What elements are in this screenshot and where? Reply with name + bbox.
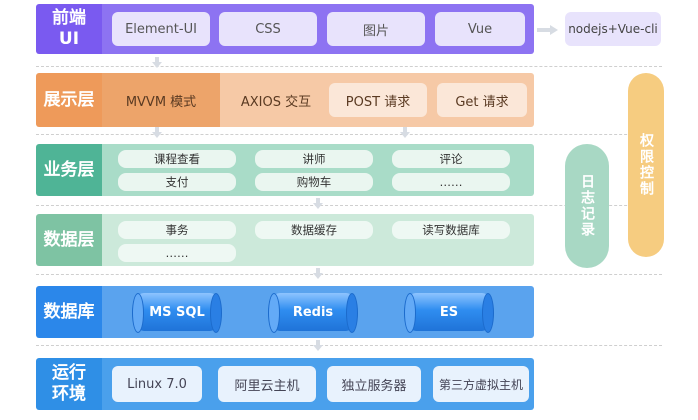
runtime-item-dedicated-server[interactable]: 独立服务器 (327, 366, 421, 402)
arrow-down-icon (313, 198, 323, 209)
business-item-lecturer[interactable]: 讲师 (255, 150, 373, 168)
business-item-comments[interactable]: 评论 (392, 150, 510, 168)
nodejs-vue-cli-box[interactable]: nodejs+Vue-cli (565, 12, 661, 46)
database-redis-label: Redis (292, 304, 334, 320)
layer-label-business: 业务层 (36, 144, 102, 196)
permission-panel-label: 权限控制 (638, 133, 654, 197)
layer-label-business-text: 业务层 (43, 159, 95, 180)
frontend-item-element-ui[interactable]: Element-UI (112, 12, 210, 46)
database-redis[interactable]: Redis (268, 293, 358, 333)
log-panel-label: 日志记录 (579, 174, 595, 238)
data-item-more[interactable]: …… (118, 244, 236, 262)
permission-panel[interactable]: 权限控制 (628, 73, 664, 257)
runtime-item-third-party-vm[interactable]: 第三方虚拟主机 (433, 366, 529, 402)
business-item-payment[interactable]: 支付 (118, 173, 236, 191)
layer-label-database-text: 数据库 (43, 301, 95, 322)
business-item-more[interactable]: …… (392, 173, 510, 191)
arrow-right-icon (537, 25, 559, 35)
frontend-item-vue[interactable]: Vue (435, 12, 525, 46)
post-request-box[interactable]: POST 请求 (329, 83, 427, 117)
layer-label-runtime-text: 运行环境 (52, 363, 86, 404)
axios-label: AXIOS 交互 (240, 94, 312, 110)
frontend-item-images[interactable]: 图片 (327, 12, 425, 46)
arrow-down-icon (152, 127, 162, 138)
runtime-item-linux[interactable]: Linux 7.0 (112, 366, 202, 402)
get-request-box[interactable]: Get 请求 (437, 83, 527, 117)
layer-label-database: 数据库 (36, 286, 102, 338)
database-es[interactable]: ES (404, 293, 494, 333)
arrow-down-icon (313, 268, 323, 279)
database-es-label: ES (439, 304, 459, 320)
runtime-item-aliyun[interactable]: 阿里云主机 (218, 366, 316, 402)
data-item-rw-database[interactable]: 读写数据库 (392, 221, 510, 239)
arrow-down-icon (400, 127, 410, 138)
database-mssql-label: MS SQL (149, 304, 205, 320)
mvvm-box[interactable]: MVVM 模式 (102, 73, 220, 127)
arrow-down-icon (152, 57, 162, 68)
mvvm-label: MVVM 模式 (125, 94, 197, 110)
frontend-item-css[interactable]: CSS (219, 12, 317, 46)
layer-label-data-text: 数据层 (43, 229, 95, 250)
layer-label-frontend: 前端UI (36, 4, 102, 54)
layer-label-presentation: 展示层 (36, 73, 102, 127)
layer-label-data: 数据层 (36, 214, 102, 266)
database-mssql[interactable]: MS SQL (132, 293, 222, 333)
layer-label-runtime: 运行环境 (36, 358, 102, 410)
layer-label-frontend-text: 前端UI (52, 8, 86, 49)
layer-label-presentation-text: 展示层 (43, 89, 95, 110)
business-item-cart[interactable]: 购物车 (255, 173, 373, 191)
business-item-course-view[interactable]: 课程查看 (118, 150, 236, 168)
data-item-cache[interactable]: 数据缓存 (255, 221, 373, 239)
arrow-down-icon (313, 340, 323, 351)
data-item-transaction[interactable]: 事务 (118, 221, 236, 239)
log-panel[interactable]: 日志记录 (565, 144, 609, 268)
